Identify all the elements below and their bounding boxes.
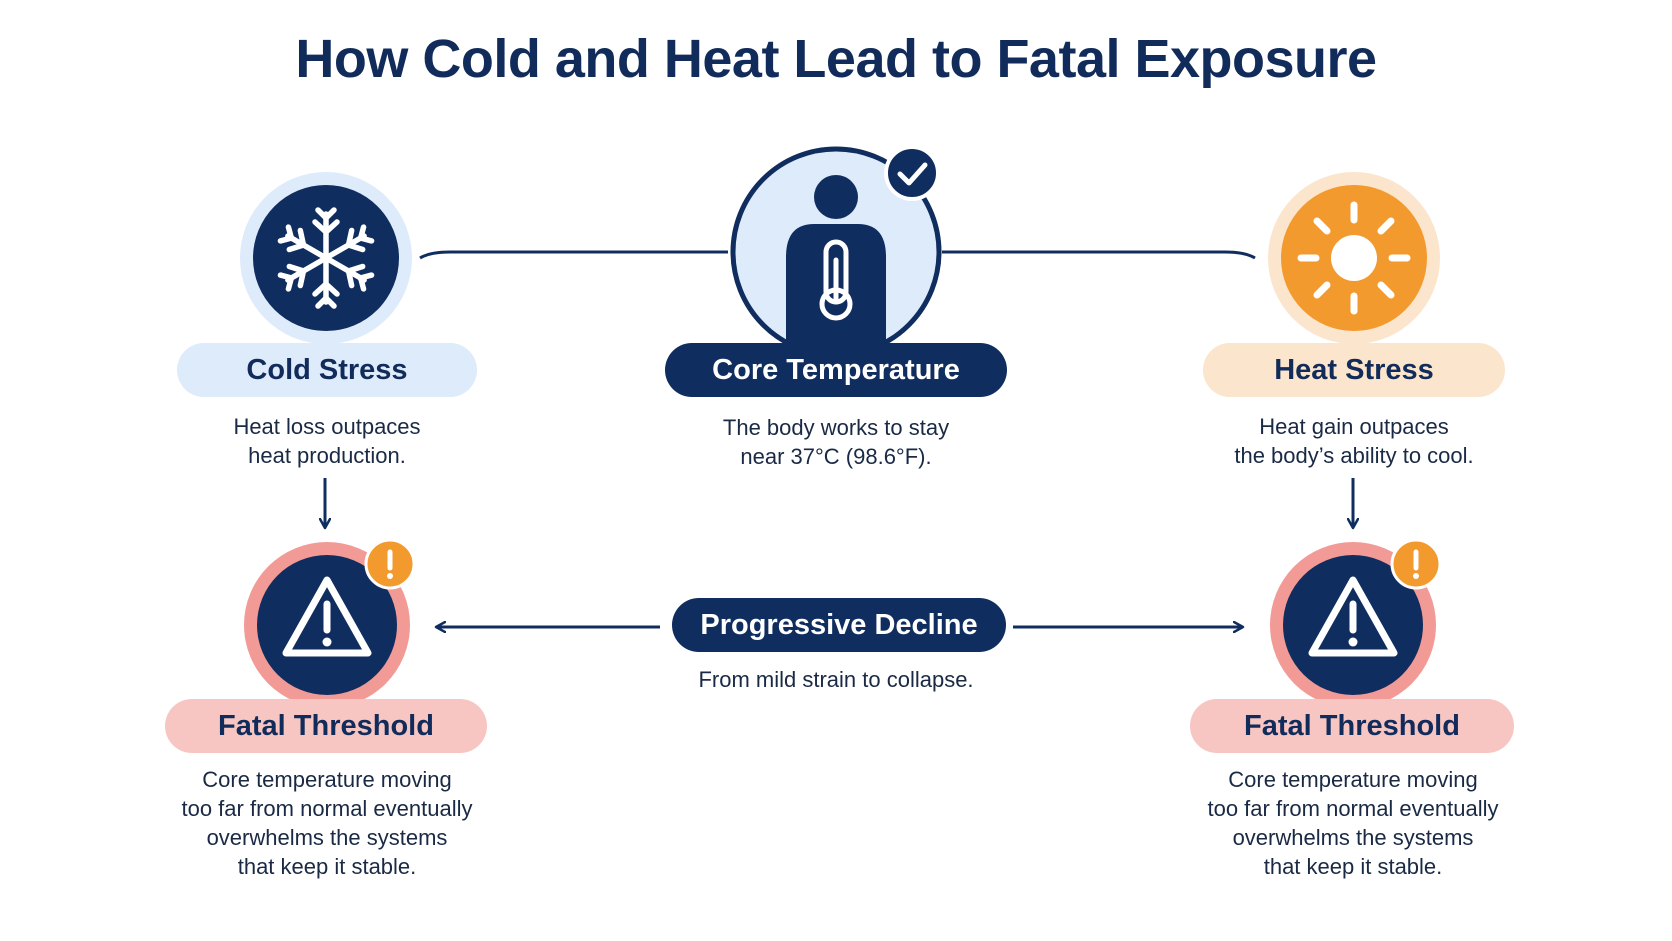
cold-stress-label: Cold Stress <box>177 343 477 397</box>
progressive-decline-description: From mild strain to collapse. <box>698 667 974 692</box>
warning-triangle-icon <box>244 542 410 708</box>
body-thermometer-icon <box>730 146 942 348</box>
fatal-threshold-cold-description: Core temperature moving too far from nor… <box>181 767 473 879</box>
fatal-threshold-heat-description: Core temperature moving too far from nor… <box>1207 767 1499 879</box>
heat-stress-label: Heat Stress <box>1203 343 1505 397</box>
page-title: How Cold and Heat Lead to Fatal Exposure <box>295 29 1377 89</box>
connector-cold-to-core <box>419 250 728 260</box>
checkmark-icon <box>884 145 940 201</box>
exclamation-icon <box>364 538 416 590</box>
progressive-decline-label: Progressive Decline <box>672 598 1006 652</box>
cold-stress-description: Heat loss outpaces heat production. <box>233 414 421 468</box>
exclamation-icon <box>1390 538 1442 590</box>
heat-stress-description: Heat gain outpaces the body’s ability to… <box>1234 414 1474 468</box>
snowflake-icon <box>240 172 412 344</box>
fatal-threshold-heat-label: Fatal Threshold <box>1190 699 1514 753</box>
connector-core-to-heat <box>942 250 1256 260</box>
sun-icon <box>1268 172 1440 344</box>
core-temperature-label: Core Temperature <box>665 343 1007 397</box>
fatal-threshold-cold-label: Fatal Threshold <box>165 699 487 753</box>
warning-triangle-icon <box>1270 542 1436 708</box>
core-temperature-description: The body works to stay near 37°C (98.6°F… <box>722 415 950 469</box>
